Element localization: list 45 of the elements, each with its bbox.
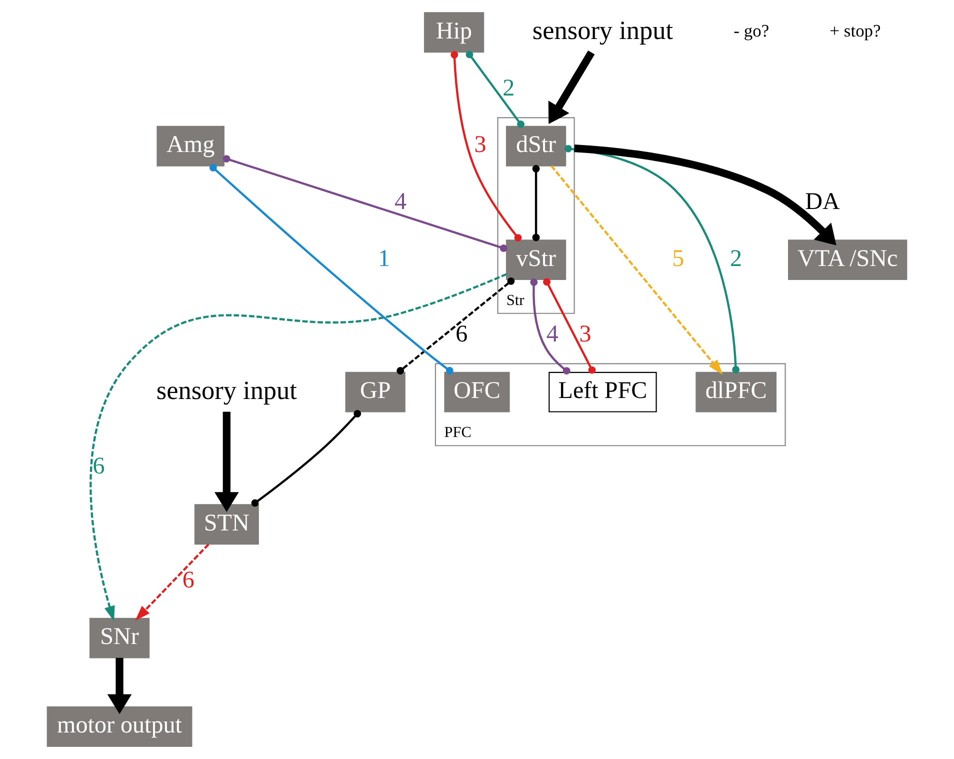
node-box: motor output — [46, 706, 192, 747]
arrow — [550, 165, 723, 375]
connector — [564, 144, 740, 374]
connector — [209, 164, 454, 374]
connector — [396, 277, 515, 374]
connector — [543, 278, 596, 374]
connector — [532, 165, 540, 242]
connector — [222, 155, 508, 252]
edge-label: 6 — [456, 321, 468, 348]
node-box: STN — [194, 504, 259, 545]
edge-label: 4 — [394, 189, 406, 216]
edge-label: 3 — [579, 321, 592, 348]
edge-label: 1 — [378, 246, 390, 272]
node-box: Left PFC — [548, 372, 657, 412]
label: - go? — [734, 20, 770, 41]
node-box: SNr — [89, 618, 150, 658]
node-box: dlPFC — [696, 372, 777, 412]
node-box: Hip — [424, 12, 484, 53]
edge-label: 4 — [546, 321, 558, 348]
arrow — [214, 412, 239, 512]
connector — [530, 278, 570, 374]
connector — [466, 50, 524, 128]
edge-label: 2 — [730, 246, 742, 272]
node-box: vStr — [506, 240, 566, 280]
arrow — [135, 544, 210, 621]
edge-label: 2 — [502, 75, 515, 102]
node-text: sensory input — [532, 16, 673, 46]
arrow — [107, 658, 132, 714]
edge-label: 6 — [92, 454, 105, 480]
connector — [450, 51, 522, 242]
node-box: Amg — [156, 126, 224, 166]
node-box: VTA /SNc — [788, 240, 908, 280]
arrow — [90, 273, 507, 622]
arrow — [548, 50, 595, 124]
label: + stop? — [830, 20, 881, 41]
node-box: dStr — [506, 126, 566, 166]
edge-label: 6 — [182, 567, 194, 594]
node-box: OFC — [444, 372, 510, 412]
connector — [251, 410, 362, 507]
edge-label: 3 — [474, 132, 486, 158]
edge-label: DA — [805, 189, 840, 216]
edge-label: 5 — [672, 246, 684, 272]
node-text: sensory input — [156, 376, 297, 405]
arrow — [574, 144, 836, 246]
node-box: GP — [345, 372, 406, 412]
